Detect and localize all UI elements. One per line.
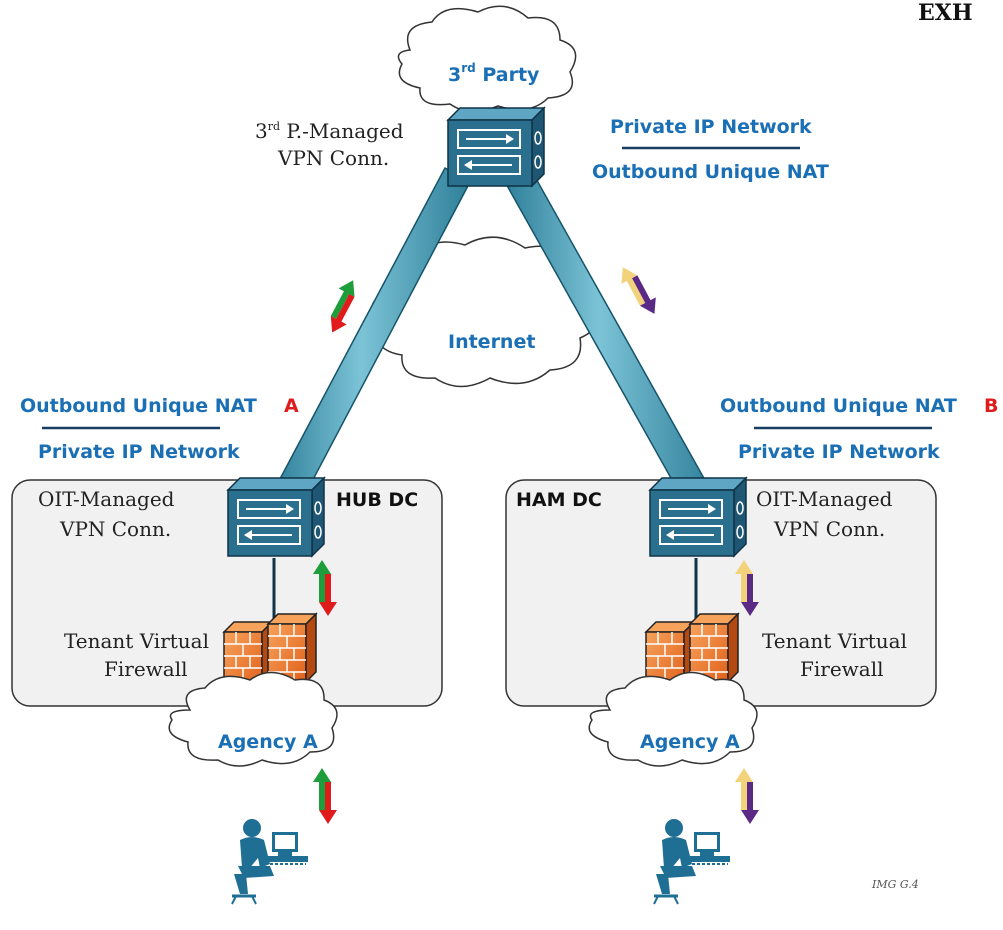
hub-firewall-label-line2: Firewall xyxy=(104,657,188,681)
hub-dc-label: HUB DC xyxy=(336,489,418,511)
hub-vpn-label-line2: VPN Conn. xyxy=(59,517,171,541)
left-agency-cloud-icon xyxy=(168,671,338,767)
header-fragment: EXH xyxy=(918,0,973,26)
ham-dc-label: HAM DC xyxy=(516,489,602,511)
ham-firewall-label-line1: Tenant Virtual xyxy=(762,629,907,653)
left-nat-label: Outbound Unique NAT xyxy=(20,395,257,417)
hub-vpn-label-line1: OIT-Managed xyxy=(38,487,175,511)
third-party-vpn-router-icon xyxy=(447,107,545,187)
left-user-workstation-icon xyxy=(230,817,310,906)
image-reference: IMG G.4 xyxy=(871,878,919,891)
third-party-vpn-label-line1: 3rd P.-Managed xyxy=(255,119,404,143)
third-party-vpn-label-line2: VPN Conn. xyxy=(277,146,389,170)
ham-vpn-label-line2: VPN Conn. xyxy=(773,517,885,541)
right-agency-label: Agency A xyxy=(640,731,740,753)
right-network-label: Private IP Network xyxy=(738,441,940,463)
ham-vpn-label-line1: OIT-Managed xyxy=(756,487,893,511)
left-agency-label: Agency A xyxy=(218,731,318,753)
hub-vpn-router-icon xyxy=(227,477,325,557)
left-tunnel-flow-icon xyxy=(318,276,367,337)
third-party-network-top: Private IP Network xyxy=(610,116,812,138)
left-network-label: Private IP Network xyxy=(38,441,240,463)
internet-label: Internet xyxy=(448,331,535,353)
right-user-workstation-icon xyxy=(652,817,732,906)
third-party-network-bottom: Outbound Unique NAT xyxy=(592,161,829,183)
left-agency-flow-icon xyxy=(313,768,337,824)
right-agency-cloud-icon xyxy=(588,671,758,767)
right-tunnel-flow-icon xyxy=(614,260,663,321)
third-party-label: 3rd Party xyxy=(448,61,540,86)
right-nat-suffix: B xyxy=(984,395,998,417)
hub-firewall-label-line1: Tenant Virtual xyxy=(64,629,209,653)
third-party-cloud-icon xyxy=(397,5,577,113)
ham-firewall-label-line2: Firewall xyxy=(800,657,884,681)
left-nat-suffix: A xyxy=(284,395,299,417)
ham-vpn-router-icon xyxy=(649,477,747,557)
right-agency-flow-icon xyxy=(735,768,759,824)
internet-cloud-icon xyxy=(371,236,600,388)
right-nat-label: Outbound Unique NAT xyxy=(720,395,957,417)
